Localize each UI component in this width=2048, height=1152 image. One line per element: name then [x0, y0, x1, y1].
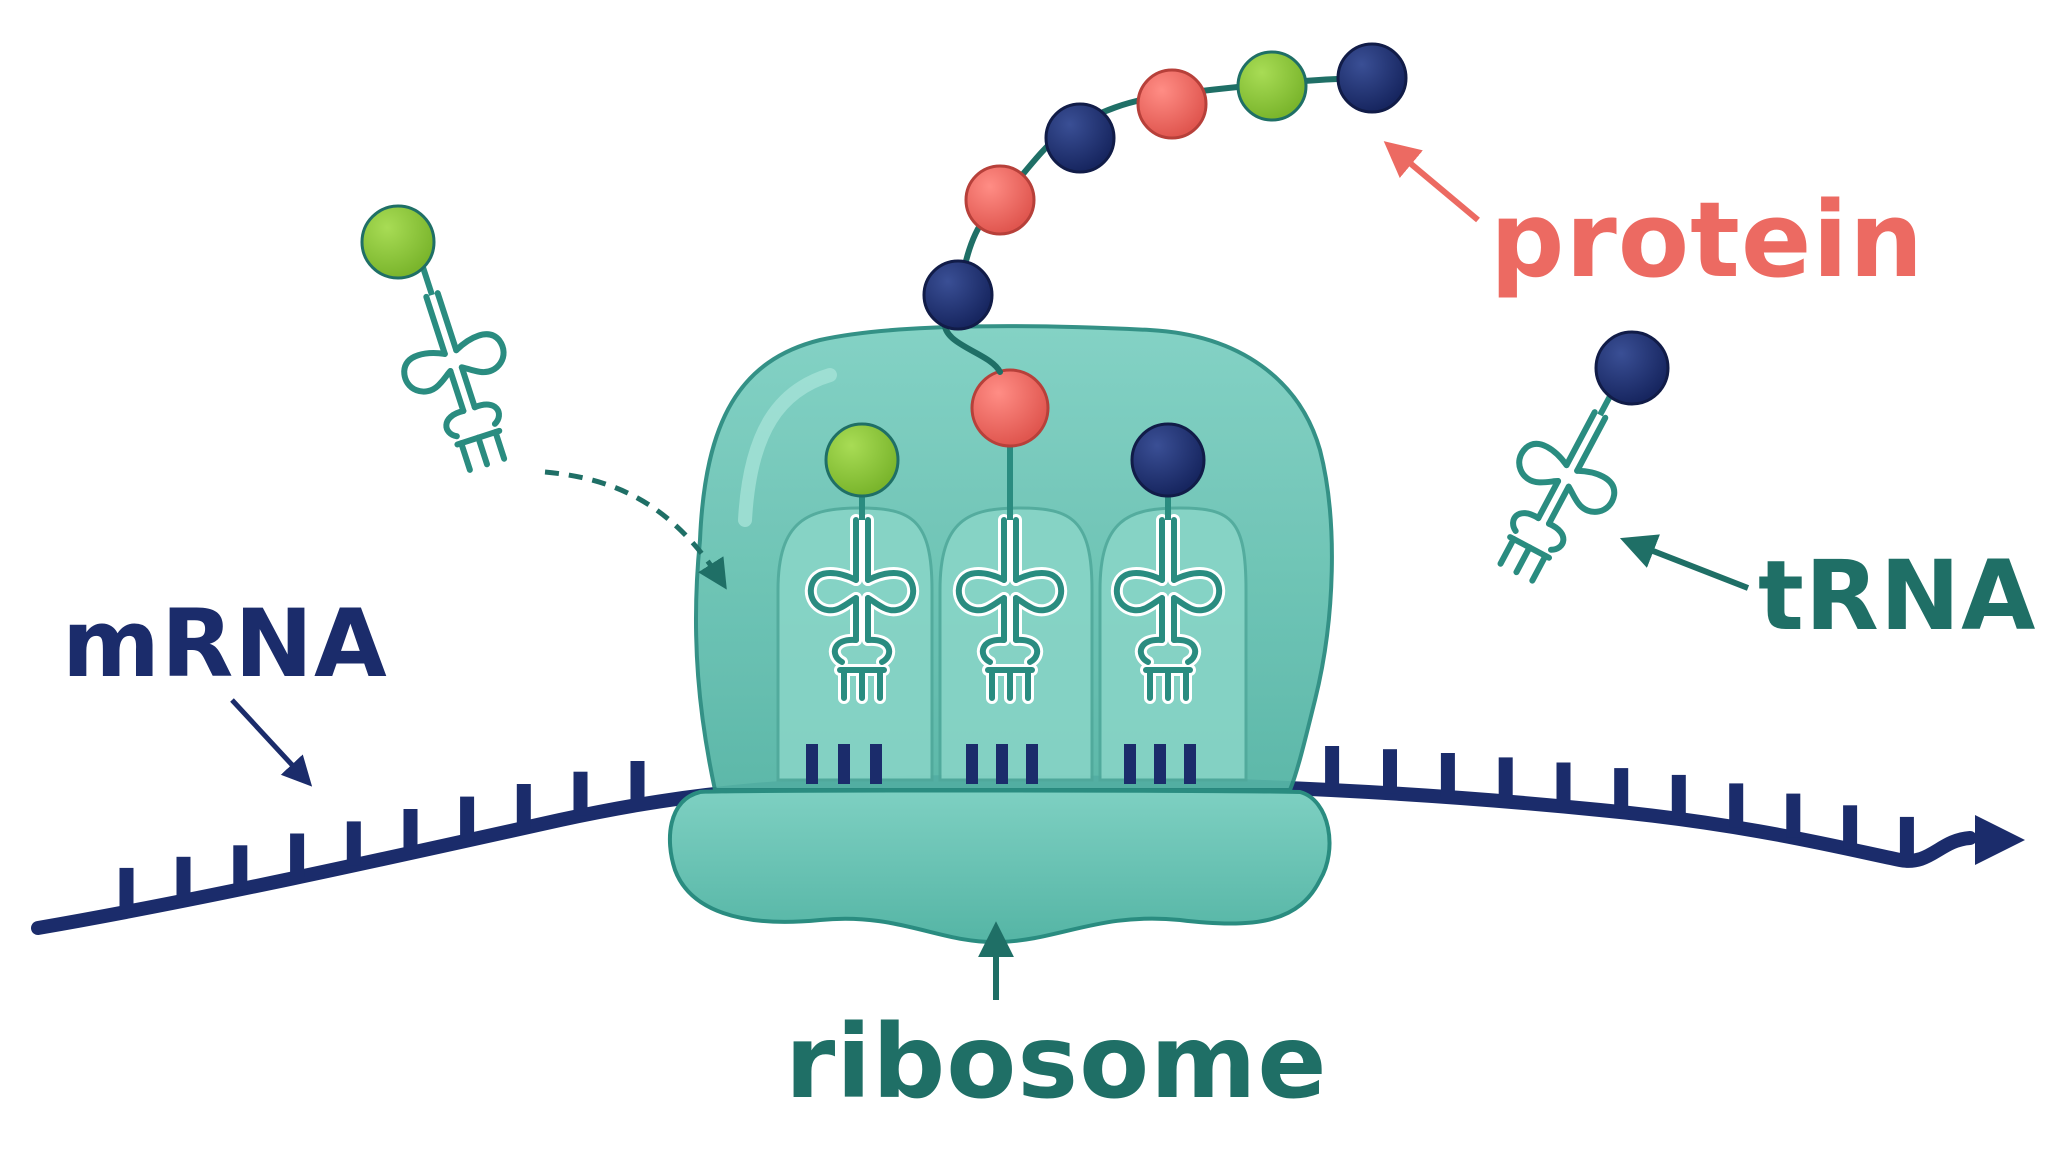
mrna-base [460, 796, 475, 841]
trna-incoming [373, 261, 536, 480]
mrna-base [630, 761, 645, 805]
amino-acid-bead-icon [824, 422, 900, 498]
amino-acid-bead-icon [1236, 50, 1308, 122]
mrna-base [176, 856, 191, 901]
amino-acid-bead-icon [1044, 102, 1116, 174]
mrna-base [1899, 816, 1914, 861]
anticodon-bases [806, 744, 1196, 784]
mrna-base [290, 833, 305, 878]
protein-chain [922, 42, 1408, 331]
mrna-bases [119, 746, 1914, 912]
mrna-base [1498, 757, 1513, 802]
ribosome-small-subunit [668, 788, 1332, 945]
ribosome-highlight [738, 368, 837, 527]
mrna-base [346, 821, 361, 866]
mrna-base [573, 771, 588, 816]
trna-label: tRNA [1758, 540, 2037, 652]
mrna-base [119, 867, 134, 912]
amino-acid-bead-icon [970, 368, 1050, 448]
mrna-pointer-arrow-icon [230, 698, 313, 787]
protein-pointer-arrow-icon [1383, 141, 1480, 223]
mrna-base [1440, 753, 1455, 797]
ribosome-label: ribosome [785, 1003, 1328, 1122]
amino-acid-bead-icon [360, 204, 436, 280]
amino-acid-bead-icon [1336, 42, 1408, 114]
amino-acid-bead-icon [1136, 68, 1208, 140]
protein-label: protein [1490, 179, 1925, 301]
mrna-base [233, 845, 248, 890]
amino-acid-bead-icon [964, 164, 1036, 236]
mrna-base [1325, 746, 1340, 790]
mrna-direction-arrow-icon [1975, 815, 2025, 865]
mrna-base [1786, 793, 1801, 838]
mrna-base [1614, 768, 1629, 813]
mrna-base [1671, 774, 1686, 819]
amino-acid-bead-icon [1594, 330, 1670, 406]
mrna-base [1556, 762, 1571, 807]
mrna-label: mRNA [62, 590, 388, 699]
mrna-base [516, 784, 531, 828]
mrna-base [1729, 783, 1744, 828]
incoming-trna-arrow-icon [544, 469, 727, 590]
amino-acid-bead-icon [1130, 422, 1206, 498]
trna-pointer-arrow-icon [1619, 534, 1750, 591]
amino-acid-bead-icon [922, 259, 994, 331]
mrna-base [1383, 749, 1397, 794]
mrna-base [403, 809, 418, 853]
mrna-base [1843, 805, 1858, 850]
